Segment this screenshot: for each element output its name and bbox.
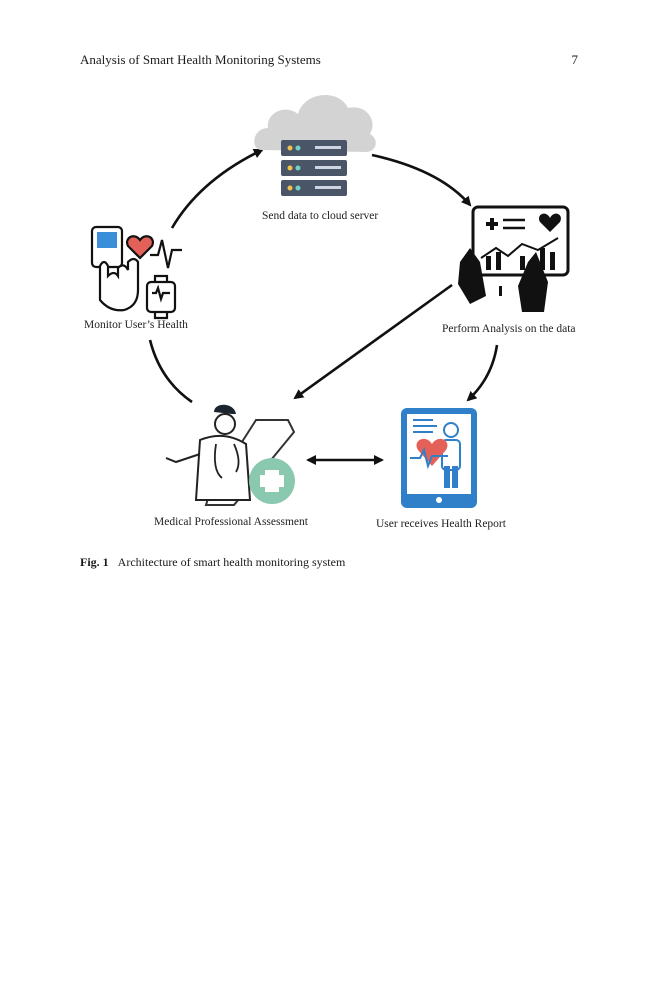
running-title: Analysis of Smart Health Monitoring Syst… (80, 52, 321, 67)
arrow-analysis-to-doctor (293, 283, 453, 400)
figure-caption-label: Fig. 1 (80, 555, 109, 569)
health-report-icon (401, 408, 477, 508)
arrow-monitor-to-cloud (170, 148, 264, 229)
arrow-cloud-to-analysis (371, 153, 472, 207)
node-label-monitor: Monitor User’s Health (84, 319, 188, 331)
running-head: Analysis of Smart Health Monitoring Syst… (80, 52, 580, 68)
architecture-figure: Send data to cloud server Perform Analys… (84, 95, 576, 530)
node-label-doctor: Medical Professional Assessment (154, 516, 308, 528)
node-label-analysis: Perform Analysis on the data (442, 323, 576, 335)
doctor-icon (165, 404, 296, 506)
arrow-analysis-to-report (466, 344, 499, 402)
node-label-report: User receives Health Report (376, 518, 506, 530)
tablet-analytics-icon (458, 205, 570, 312)
figure-caption: Fig. 1 Architecture of smart health monit… (80, 555, 580, 570)
arrow-monitor-to-doctor (148, 339, 193, 404)
node-label-cloud: Send data to cloud server (262, 210, 379, 222)
flow-arrows (148, 148, 499, 465)
figure-canvas (90, 95, 570, 508)
figure-caption-text: Architecture of smart health monitoring … (117, 555, 346, 569)
page-number: 7 (571, 52, 579, 67)
cloud-server-icon (254, 95, 376, 196)
health-monitor-icon (90, 225, 182, 320)
